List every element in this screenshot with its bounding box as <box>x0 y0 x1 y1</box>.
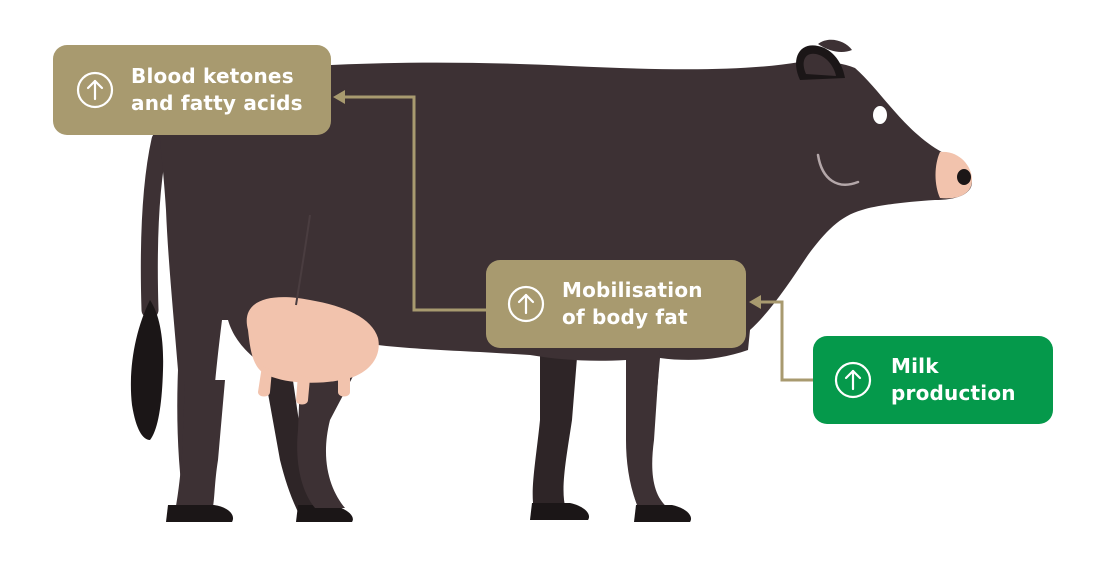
connectors <box>342 95 813 382</box>
connector-mobilisation-to-ketones <box>342 95 486 312</box>
label-text: Milk production <box>891 353 1016 407</box>
connector-arrowheads <box>333 90 761 309</box>
label-line-2: production <box>891 381 1016 405</box>
cow-tail <box>130 131 169 440</box>
label-text: Blood ketones and fatty acids <box>131 63 303 117</box>
cow-flank-line <box>295 214 311 306</box>
cow-eye <box>873 106 887 124</box>
cow-near-legs <box>166 350 692 522</box>
label-box-milk-production: Milk production <box>813 336 1053 424</box>
arrow-up-circle-icon <box>834 361 872 399</box>
label-text: Mobilisation of body fat <box>562 277 703 331</box>
cow-nose <box>935 151 972 199</box>
cow-far-legs <box>262 345 590 522</box>
label-box-mobilisation: Mobilisation of body fat <box>486 260 746 348</box>
label-line-2: of body fat <box>562 305 688 329</box>
label-line-2: and fatty acids <box>131 91 303 115</box>
label-line-1: Blood ketones <box>131 64 294 88</box>
label-line-1: Mobilisation <box>562 278 703 302</box>
label-box-blood-ketones: Blood ketones and fatty acids <box>53 45 331 135</box>
label-line-1: Milk <box>891 354 939 378</box>
arrowhead-to-ketones <box>333 90 345 104</box>
arrow-up-circle-icon <box>507 285 545 323</box>
arrow-up-circle-icon <box>76 71 114 109</box>
cow-udder <box>246 297 379 405</box>
cow-head <box>796 39 972 199</box>
connector-milk-to-mobilisation <box>758 300 813 382</box>
arrowhead-to-mobilisation <box>749 295 761 309</box>
